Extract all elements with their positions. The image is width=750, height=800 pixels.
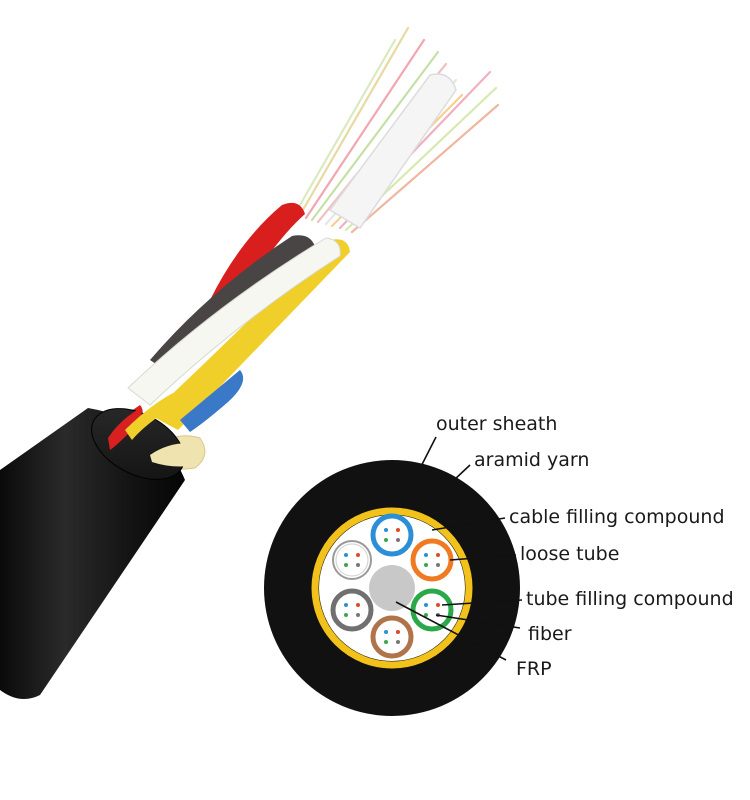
leader-outer-sheath <box>409 436 437 489</box>
leader-aramid-yarn <box>419 464 471 513</box>
cable-photo <box>0 26 500 699</box>
aramid-yarn-ring <box>311 507 473 669</box>
tube-brown-section <box>370 615 414 659</box>
tube-grey-section <box>330 588 374 632</box>
cross-section <box>264 460 520 716</box>
leader-frp <box>395 601 507 661</box>
tube-orange-section <box>410 538 454 582</box>
label-fiber: fiber <box>528 623 572 645</box>
ripcord <box>328 73 457 230</box>
label-frp: FRP <box>516 658 552 680</box>
label-tube-filling-compound: tube filling compound <box>526 588 734 610</box>
label-aramid-yarn: aramid yarn <box>474 449 589 471</box>
tube-green-section <box>410 588 454 632</box>
tube-white <box>127 237 341 406</box>
tube-blue-section <box>370 513 414 557</box>
label-cable-filling-compound: cable filling compound <box>509 506 725 528</box>
leader-lines <box>395 436 523 661</box>
leader-tube-filling <box>441 599 523 606</box>
leader-cable-filling <box>431 517 506 531</box>
frp-core <box>369 565 415 611</box>
leader-fiber <box>435 614 521 629</box>
outer-jacket <box>0 408 185 699</box>
leader-loose-tube <box>449 554 517 561</box>
labels: outer sheath aramid yarn cable filling c… <box>436 413 734 680</box>
label-loose-tube: loose tube <box>520 543 619 565</box>
tube-white-section <box>332 540 372 580</box>
label-outer-sheath: outer sheath <box>436 413 557 435</box>
tube-yellow <box>150 239 350 430</box>
tube-blue <box>180 370 244 432</box>
